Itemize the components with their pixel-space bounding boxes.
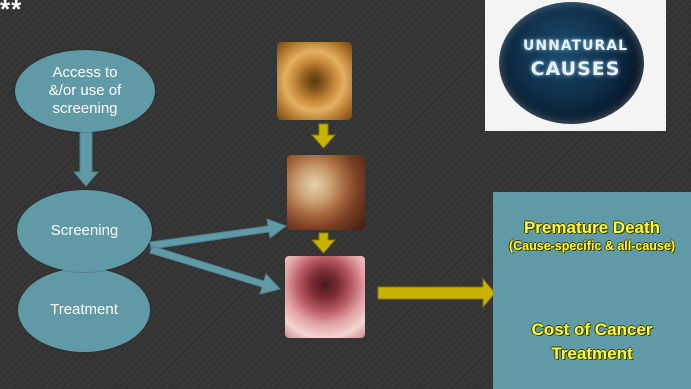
arrow-cancer-to-outcomes: [378, 279, 495, 307]
node-treatment-label: Treatment: [50, 301, 118, 319]
logo-line1: UNNATURAL: [485, 38, 666, 54]
cost-of-cancer-treatment: Cost of Cancer Treatment: [493, 318, 691, 366]
node-treatment: Treatment: [18, 268, 150, 352]
logo-line2: CAUSES: [485, 58, 666, 80]
node-access-to-screening: Access to &/or use of screening: [15, 50, 155, 132]
premature-death-label: Premature Death: [493, 218, 691, 238]
arrow-screening-to-polyp: [150, 219, 286, 249]
cost-line1: Cost of Cancer: [532, 320, 653, 339]
cost-line2: Treatment: [551, 344, 632, 363]
arrow-screening-to-cancer: [150, 246, 280, 294]
node-screening-label: Screening: [51, 222, 119, 240]
arrow-normal-to-polyp: [312, 124, 335, 148]
colonoscopy-normal-photo: [277, 42, 352, 120]
arrow-polyp-to-cancer: [312, 233, 335, 253]
outcomes-box: Premature Death (Cause-specific & all-ca…: [493, 192, 691, 389]
cause-note: (Cause-specific & all-cause): [497, 238, 687, 254]
colonoscopy-cancer-photo: [285, 256, 365, 338]
colonoscopy-polyp-photo: [287, 155, 365, 230]
node-access-line1: Access to: [49, 64, 122, 82]
arrow-access-to-screening: [74, 130, 98, 186]
unnatural-causes-logo: UNNATURAL CAUSES: [485, 0, 666, 131]
node-screening: Screening: [17, 190, 152, 272]
node-access-line2: &/or use of: [49, 82, 122, 100]
node-access-line3: screening: [49, 100, 122, 118]
